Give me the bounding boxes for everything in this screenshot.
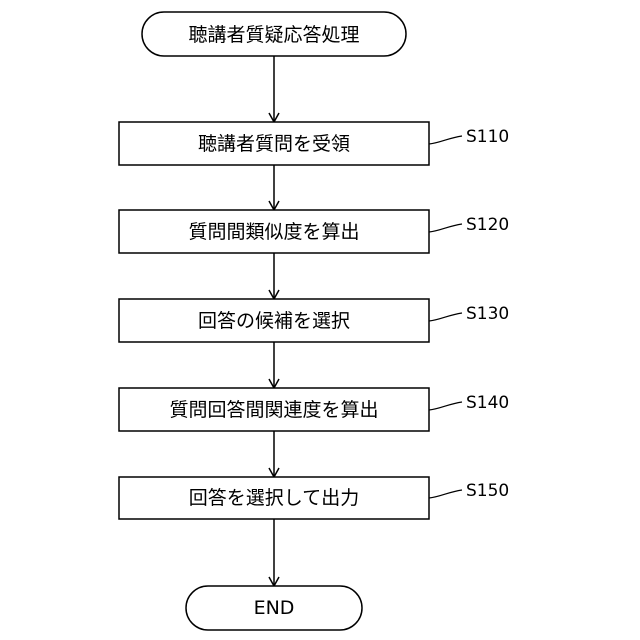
end-terminal-label: END	[254, 597, 295, 619]
start-terminal-label: 聴講者質疑応答処理	[188, 24, 359, 46]
end-terminal: END	[186, 586, 362, 630]
step-s150: 回答を選択して出力 S150	[119, 477, 509, 519]
step-s140-label: 質問回答間関連度を算出	[169, 399, 378, 421]
step-s140: 質問回答間関連度を算出 S140	[119, 388, 509, 431]
step-s140-id: S140	[466, 393, 509, 413]
step-s130: 回答の候補を選択 S130	[119, 299, 509, 342]
step-s130-label: 回答の候補を選択	[198, 310, 350, 332]
step-s120: 質問間類似度を算出 S120	[119, 210, 509, 253]
step-s150-leader	[429, 490, 462, 498]
step-s110-label: 聴講者質問を受領	[198, 133, 350, 155]
step-s150-label: 回答を選択して出力	[189, 487, 359, 509]
step-s150-id: S150	[466, 481, 509, 501]
step-s140-leader	[429, 402, 462, 410]
step-s110-leader	[429, 136, 462, 144]
step-s130-id: S130	[466, 304, 509, 324]
step-s110: 聴講者質問を受領 S110	[119, 122, 509, 165]
step-s120-id: S120	[466, 215, 509, 235]
step-s120-label: 質問間類似度を算出	[188, 221, 359, 243]
start-terminal: 聴講者質疑応答処理	[142, 12, 406, 56]
step-s120-leader	[429, 224, 462, 232]
step-s110-id: S110	[466, 127, 509, 147]
step-s130-leader	[429, 313, 462, 321]
